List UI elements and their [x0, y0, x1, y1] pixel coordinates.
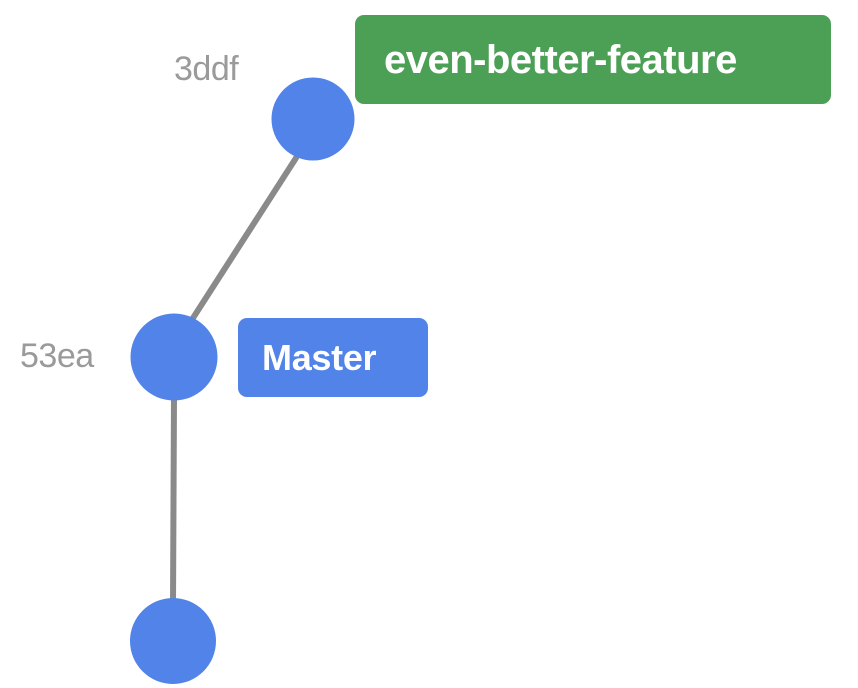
commit-hash-label-53ea: 53ea — [20, 337, 94, 375]
branch-badge-master[interactable]: Master — [238, 318, 428, 397]
edge-bottom-to-53ea — [170, 393, 177, 609]
commit-hash-label-3ddf: 3ddf — [174, 50, 239, 88]
commit-node-53ea[interactable] — [130, 313, 218, 401]
branch-badge-even-better-feature[interactable]: even-better-feature — [355, 15, 831, 104]
commit-node-bottom[interactable] — [130, 598, 216, 684]
commit-node-3ddf[interactable] — [271, 77, 355, 161]
edge-53ea-to-3ddf — [181, 155, 299, 335]
